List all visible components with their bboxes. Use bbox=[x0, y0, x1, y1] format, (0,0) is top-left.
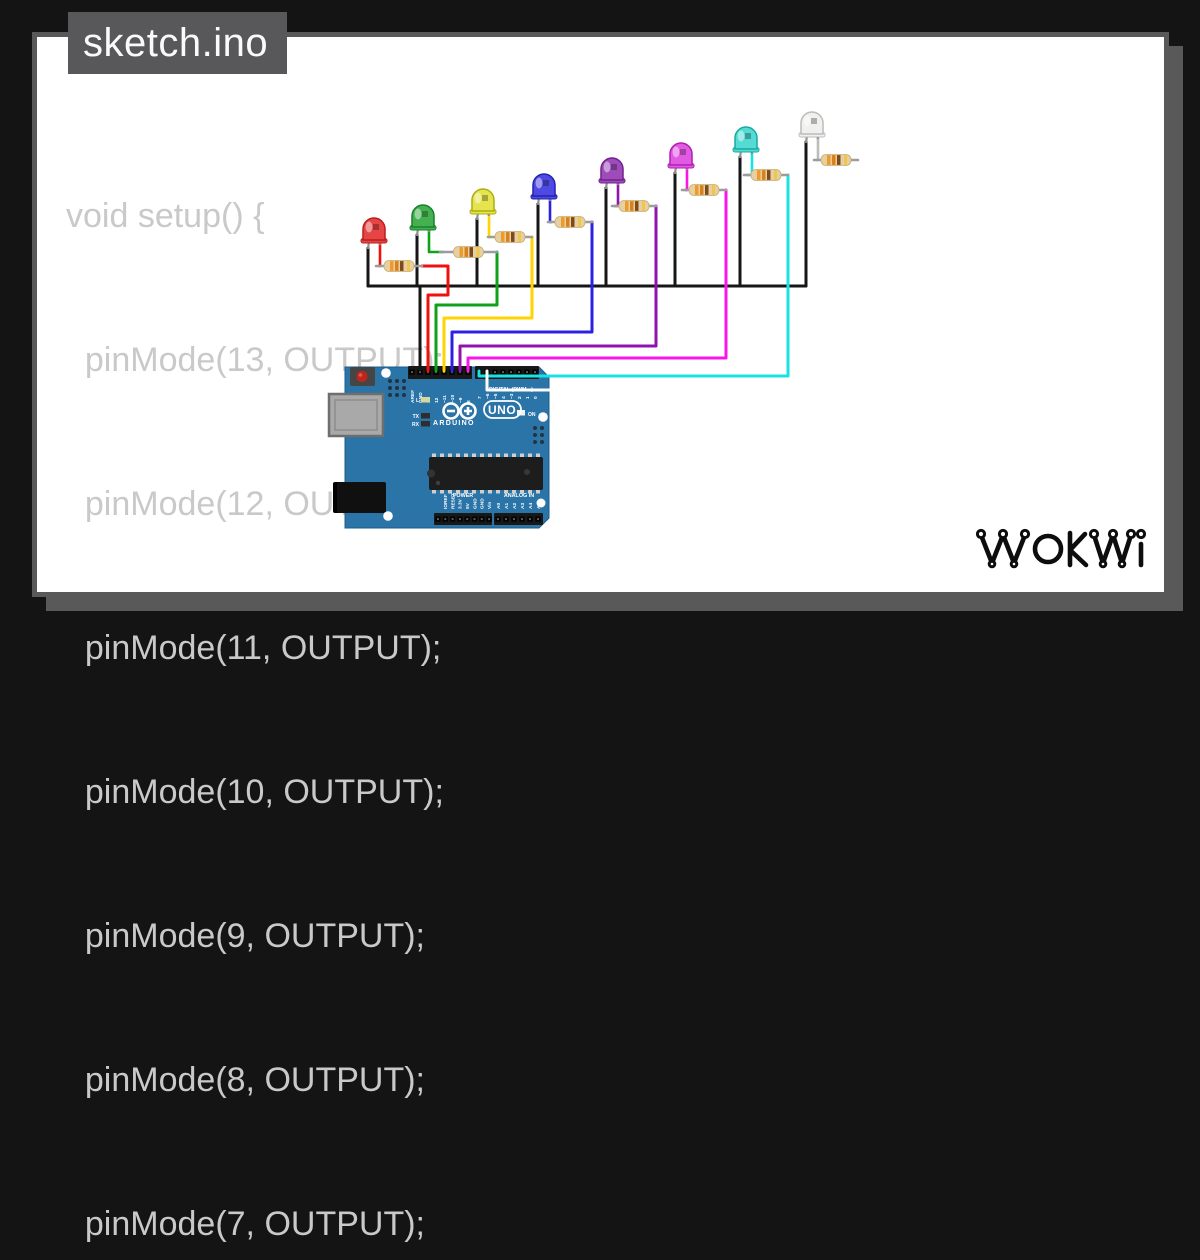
logo-letter-k bbox=[1067, 530, 1089, 568]
wokwi-logo bbox=[975, 528, 1147, 569]
code-line: pinMode(12, OUTPUT); bbox=[66, 485, 444, 523]
code-line: pinMode(10, OUTPUT); bbox=[66, 773, 444, 811]
code-line: pinMode(11, OUTPUT); bbox=[66, 629, 442, 667]
code-line: pinMode(9, OUTPUT); bbox=[66, 917, 425, 955]
sketch-title-tab: sketch.ino bbox=[68, 12, 287, 74]
code-line: void setup() { bbox=[66, 197, 265, 235]
logo-letter-w2 bbox=[1091, 532, 1134, 566]
code-line: pinMode(7, OUTPUT); bbox=[66, 1205, 425, 1243]
logo-letter-o bbox=[1032, 533, 1064, 565]
sketch-title: sketch.ino bbox=[83, 21, 269, 65]
code-line: pinMode(8, OUTPUT); bbox=[66, 1061, 425, 1099]
logo-letter-w1 bbox=[978, 532, 1028, 566]
code-line: pinMode(13, OUTPUT); bbox=[66, 341, 444, 379]
code-preview: void setup() { pinMode(13, OUTPUT); pinM… bbox=[66, 96, 444, 1260]
